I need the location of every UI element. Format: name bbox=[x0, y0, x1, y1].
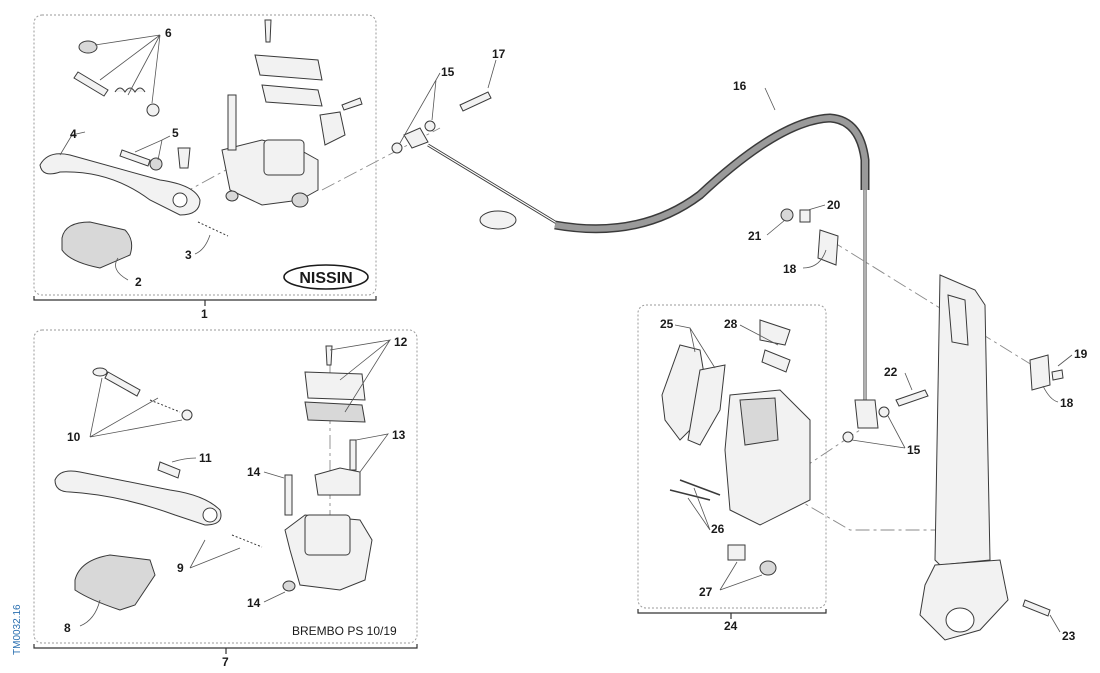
callout-14-upper: 14 bbox=[247, 465, 285, 479]
callout-9: 9 bbox=[177, 539, 241, 575]
svg-text:4: 4 bbox=[70, 127, 77, 141]
callout-4: 4 bbox=[59, 127, 86, 156]
callout-25: 25 bbox=[660, 317, 716, 369]
svg-text:18: 18 bbox=[1060, 396, 1074, 410]
fork-leg bbox=[919, 274, 1051, 641]
group-number-1: 1 bbox=[201, 307, 208, 321]
callout-6: 6 bbox=[94, 26, 172, 104]
callout-27: 27 bbox=[699, 561, 763, 599]
svg-text:2: 2 bbox=[135, 275, 142, 289]
callout-14-lower: 14 bbox=[247, 591, 286, 610]
brembo-parts bbox=[54, 345, 373, 611]
nissin-group-bracket: 1 bbox=[33, 296, 377, 321]
callout-3: 3 bbox=[185, 234, 211, 262]
nissin-parts bbox=[39, 19, 363, 269]
callout-20: 20 bbox=[807, 198, 841, 212]
svg-text:5: 5 bbox=[172, 126, 179, 140]
callout-22: 22 bbox=[884, 365, 913, 391]
callout-13: 13 bbox=[355, 428, 406, 473]
callout-21: 21 bbox=[748, 219, 786, 243]
callout-23: 23 bbox=[1049, 614, 1076, 643]
hose-clamp-parts bbox=[780, 208, 1064, 391]
svg-text:13: 13 bbox=[392, 428, 406, 442]
drawing-code: TM0032.16 bbox=[12, 604, 23, 655]
svg-text:22: 22 bbox=[884, 365, 898, 379]
svg-text:NISSIN: NISSIN bbox=[299, 270, 352, 287]
callout-15-lower: 15 bbox=[851, 415, 921, 457]
svg-text:20: 20 bbox=[827, 198, 841, 212]
svg-text:25: 25 bbox=[660, 317, 674, 331]
caliper-group-bracket: 24 bbox=[637, 609, 827, 633]
svg-text:15: 15 bbox=[907, 443, 921, 457]
caliper-group-box bbox=[637, 304, 827, 609]
callout-18-lower: 18 bbox=[1042, 385, 1074, 410]
svg-text:18: 18 bbox=[783, 262, 797, 276]
group-number-24: 24 bbox=[724, 619, 738, 633]
callout-15-upper: 15 bbox=[399, 65, 455, 144]
svg-text:27: 27 bbox=[699, 585, 713, 599]
callout-11: 11 bbox=[171, 451, 212, 465]
svg-text:26: 26 bbox=[711, 522, 725, 536]
svg-text:10: 10 bbox=[67, 430, 81, 444]
nissin-logo: NISSIN bbox=[283, 264, 369, 290]
callout-17: 17 bbox=[487, 47, 506, 89]
svg-text:9: 9 bbox=[177, 561, 184, 575]
svg-text:23: 23 bbox=[1062, 629, 1076, 643]
svg-text:8: 8 bbox=[64, 621, 71, 635]
svg-text:14: 14 bbox=[247, 596, 261, 610]
callout-2: 2 bbox=[115, 257, 142, 289]
nissin-group-box bbox=[33, 14, 377, 296]
callout-28: 28 bbox=[724, 317, 779, 346]
svg-text:21: 21 bbox=[748, 229, 762, 243]
brake-hose-assembly bbox=[391, 91, 929, 443]
svg-text:6: 6 bbox=[165, 26, 172, 40]
callout-16: 16 bbox=[733, 79, 776, 111]
brembo-group-bracket: 7 bbox=[33, 644, 418, 669]
svg-text:12: 12 bbox=[394, 335, 408, 349]
centerline-caliper-to-fork bbox=[789, 494, 945, 531]
group-number-7: 7 bbox=[222, 655, 229, 669]
callout-10: 10 bbox=[67, 377, 183, 444]
svg-text:11: 11 bbox=[199, 451, 212, 465]
svg-text:17: 17 bbox=[492, 47, 506, 61]
svg-text:19: 19 bbox=[1074, 347, 1088, 361]
brake-caliper-parts bbox=[661, 319, 811, 576]
svg-text:15: 15 bbox=[441, 65, 455, 79]
callout-18-upper: 18 bbox=[783, 249, 827, 276]
brembo-model-label: BREMBO PS 10/19 bbox=[292, 624, 397, 638]
svg-text:14: 14 bbox=[247, 465, 261, 479]
callout-5: 5 bbox=[134, 126, 179, 161]
brembo-group-box bbox=[33, 329, 418, 644]
svg-text:16: 16 bbox=[733, 79, 747, 93]
callout-8: 8 bbox=[64, 599, 101, 635]
svg-text:28: 28 bbox=[724, 317, 738, 331]
callout-19: 19 bbox=[1057, 347, 1088, 367]
centerline-clamp-to-fork bbox=[829, 239, 1041, 371]
svg-text:3: 3 bbox=[185, 248, 192, 262]
callout-12: 12 bbox=[329, 335, 408, 413]
callout-26: 26 bbox=[687, 487, 725, 536]
